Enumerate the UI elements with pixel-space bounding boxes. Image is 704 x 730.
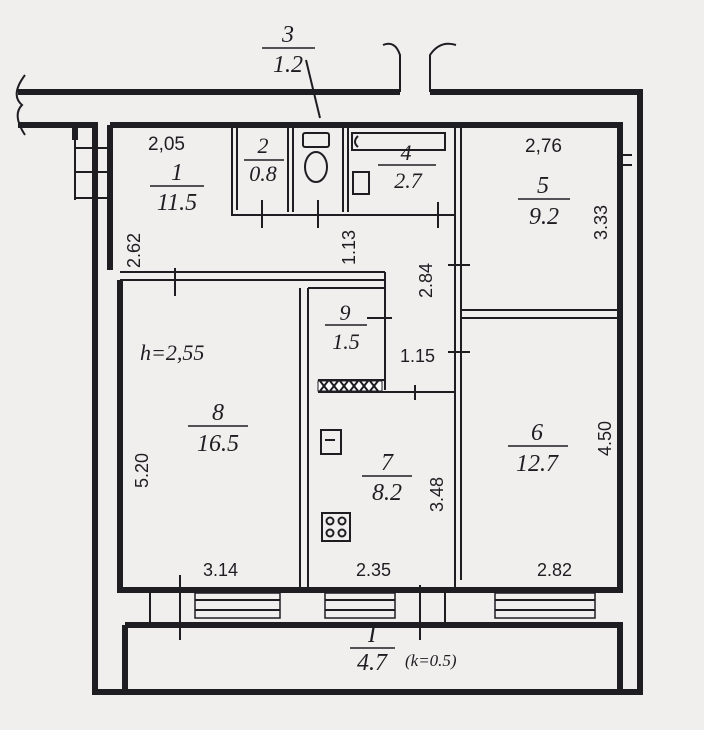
room-8-number: 8 xyxy=(212,400,224,426)
balcony-label: I 4.7 (k=0.5) xyxy=(350,622,457,676)
room-7-label: 7 8.2 xyxy=(362,450,412,506)
entrance-door xyxy=(74,140,110,200)
room-1-label: 1 11.5 xyxy=(150,160,204,216)
dim-2-82: 2.82 xyxy=(537,560,572,580)
dim-3-48: 3.48 xyxy=(427,477,447,512)
dim-3-14: 3.14 xyxy=(203,560,238,580)
dim-4-50: 4.50 xyxy=(595,421,615,456)
room-2-label: 2 0.8 xyxy=(244,133,284,186)
internal-walls xyxy=(120,125,620,590)
dim-2-76: 2,76 xyxy=(525,136,562,157)
room-4-number: 4 xyxy=(401,140,412,165)
room-7-number: 7 xyxy=(381,450,394,476)
dimensions: 2,05 2,76 2.62 1.13 2.84 3.33 1.15 5.20 … xyxy=(124,134,615,580)
room-1-number: 1 xyxy=(171,160,183,186)
room-5-number: 5 xyxy=(537,173,549,199)
dim-2-84: 2.84 xyxy=(416,263,436,298)
toilet-icon xyxy=(302,132,330,148)
room-2-area: 0.8 xyxy=(249,161,277,186)
kitchen-hatch xyxy=(317,380,383,392)
balcony-area: 4.7 xyxy=(357,650,388,676)
room-2-number: 2 xyxy=(258,133,269,158)
room-4-label: 4 2.7 xyxy=(378,140,436,193)
room-5-label: 5 9.2 xyxy=(518,173,570,230)
dim-3-33: 3.33 xyxy=(591,205,611,240)
room-4-area: 2.7 xyxy=(394,168,423,193)
room-3-number: 3 xyxy=(281,22,294,48)
bathtub-icon xyxy=(351,132,446,151)
sink-icon xyxy=(352,171,370,195)
room-1-area: 11.5 xyxy=(157,190,197,216)
dim-2-62: 2.62 xyxy=(124,233,144,268)
door-marks xyxy=(174,200,470,400)
dim-5-20: 5.20 xyxy=(132,453,152,488)
vent-shaft xyxy=(15,42,457,136)
room-5-area: 9.2 xyxy=(529,204,559,230)
room-7-area: 8.2 xyxy=(372,480,402,506)
windows xyxy=(149,154,632,640)
room-8-label: 8 16.5 xyxy=(188,400,248,457)
stove-icon xyxy=(321,512,351,542)
room-9-area: 1.5 xyxy=(332,329,360,354)
dim-2-05: 2,05 xyxy=(148,134,185,155)
room-8-area: 16.5 xyxy=(197,431,239,457)
room-3-label: 3 1.2 xyxy=(262,22,321,119)
fixtures xyxy=(302,132,446,542)
dim-2-35: 2.35 xyxy=(356,560,391,580)
dim-1-15: 1.15 xyxy=(400,346,435,366)
room-6-label: 6 12.7 xyxy=(508,420,568,477)
kitchen-sink-icon xyxy=(320,429,342,455)
room-3-area: 1.2 xyxy=(273,52,303,78)
room-6-area: 12.7 xyxy=(516,451,559,477)
toilet-bowl-icon xyxy=(304,151,328,183)
balcony-coefficient: (k=0.5) xyxy=(405,651,457,670)
ceiling-height: h=2,55 xyxy=(140,340,204,365)
room-6-number: 6 xyxy=(531,420,543,446)
room-9-label: 9 1.5 xyxy=(325,300,367,354)
balcony-number: I xyxy=(367,622,377,648)
dim-1-13: 1.13 xyxy=(339,230,359,265)
room-9-number: 9 xyxy=(340,300,351,325)
